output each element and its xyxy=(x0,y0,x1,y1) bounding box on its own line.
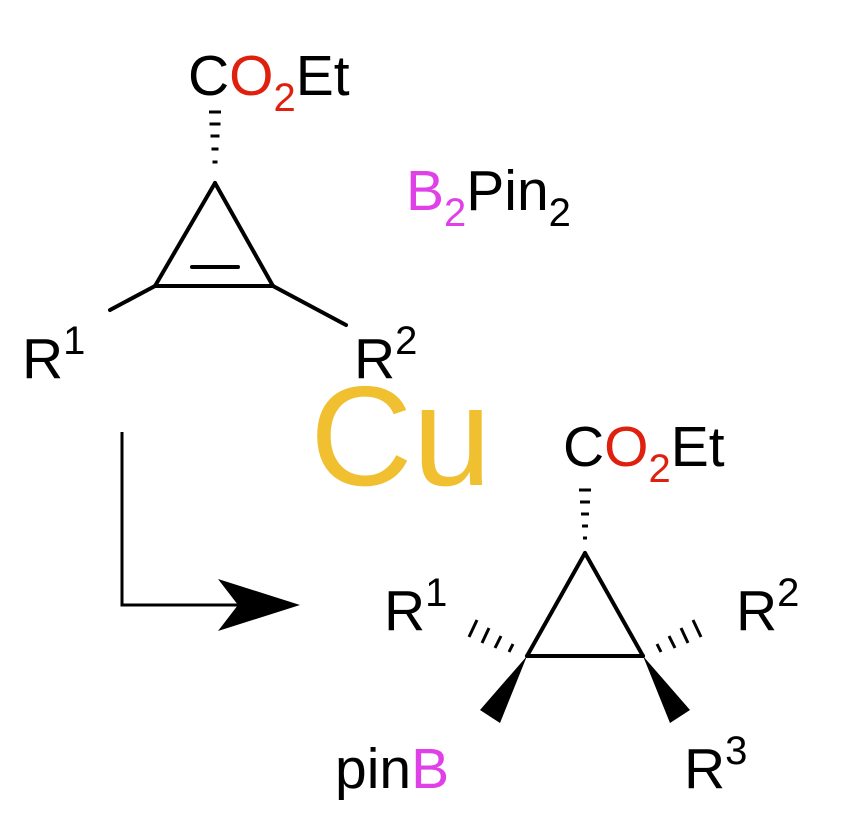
reagent-b2pin2-label: B2Pin2 xyxy=(406,159,571,235)
product-ring-bonds xyxy=(525,551,645,658)
reactant-ester-label: CO2Et xyxy=(188,44,350,120)
product-molecule: CO2Et xyxy=(335,415,799,801)
reaction-arrow xyxy=(120,432,300,631)
product-r3-label: R3 xyxy=(684,729,747,801)
reactant-r1-label: R1 xyxy=(22,319,85,391)
reactant-ring-bonds xyxy=(153,181,275,288)
reactant-molecule: CO2Et R1 R2 xyxy=(22,44,417,391)
reactant-hashed-bond xyxy=(209,110,221,164)
product-ester-label: CO2Et xyxy=(563,415,725,491)
reactant-r2-label: R2 xyxy=(354,319,417,391)
catalyst-cu-label: Cu xyxy=(310,357,492,516)
product-wedge-bond-boryl xyxy=(480,656,527,723)
product-wedge-bond-r3 xyxy=(643,656,690,723)
product-r2-label: R2 xyxy=(736,571,799,643)
arrowhead-icon xyxy=(218,579,300,631)
product-r1-label: R1 xyxy=(384,571,447,643)
reactant-substituent-bonds xyxy=(108,284,348,327)
product-boryl-label: pinB xyxy=(335,737,449,801)
product-hashed-bond-ester xyxy=(579,488,591,540)
product-hashed-bond-r2 xyxy=(655,619,703,653)
product-hashed-bond-r1 xyxy=(467,619,515,653)
